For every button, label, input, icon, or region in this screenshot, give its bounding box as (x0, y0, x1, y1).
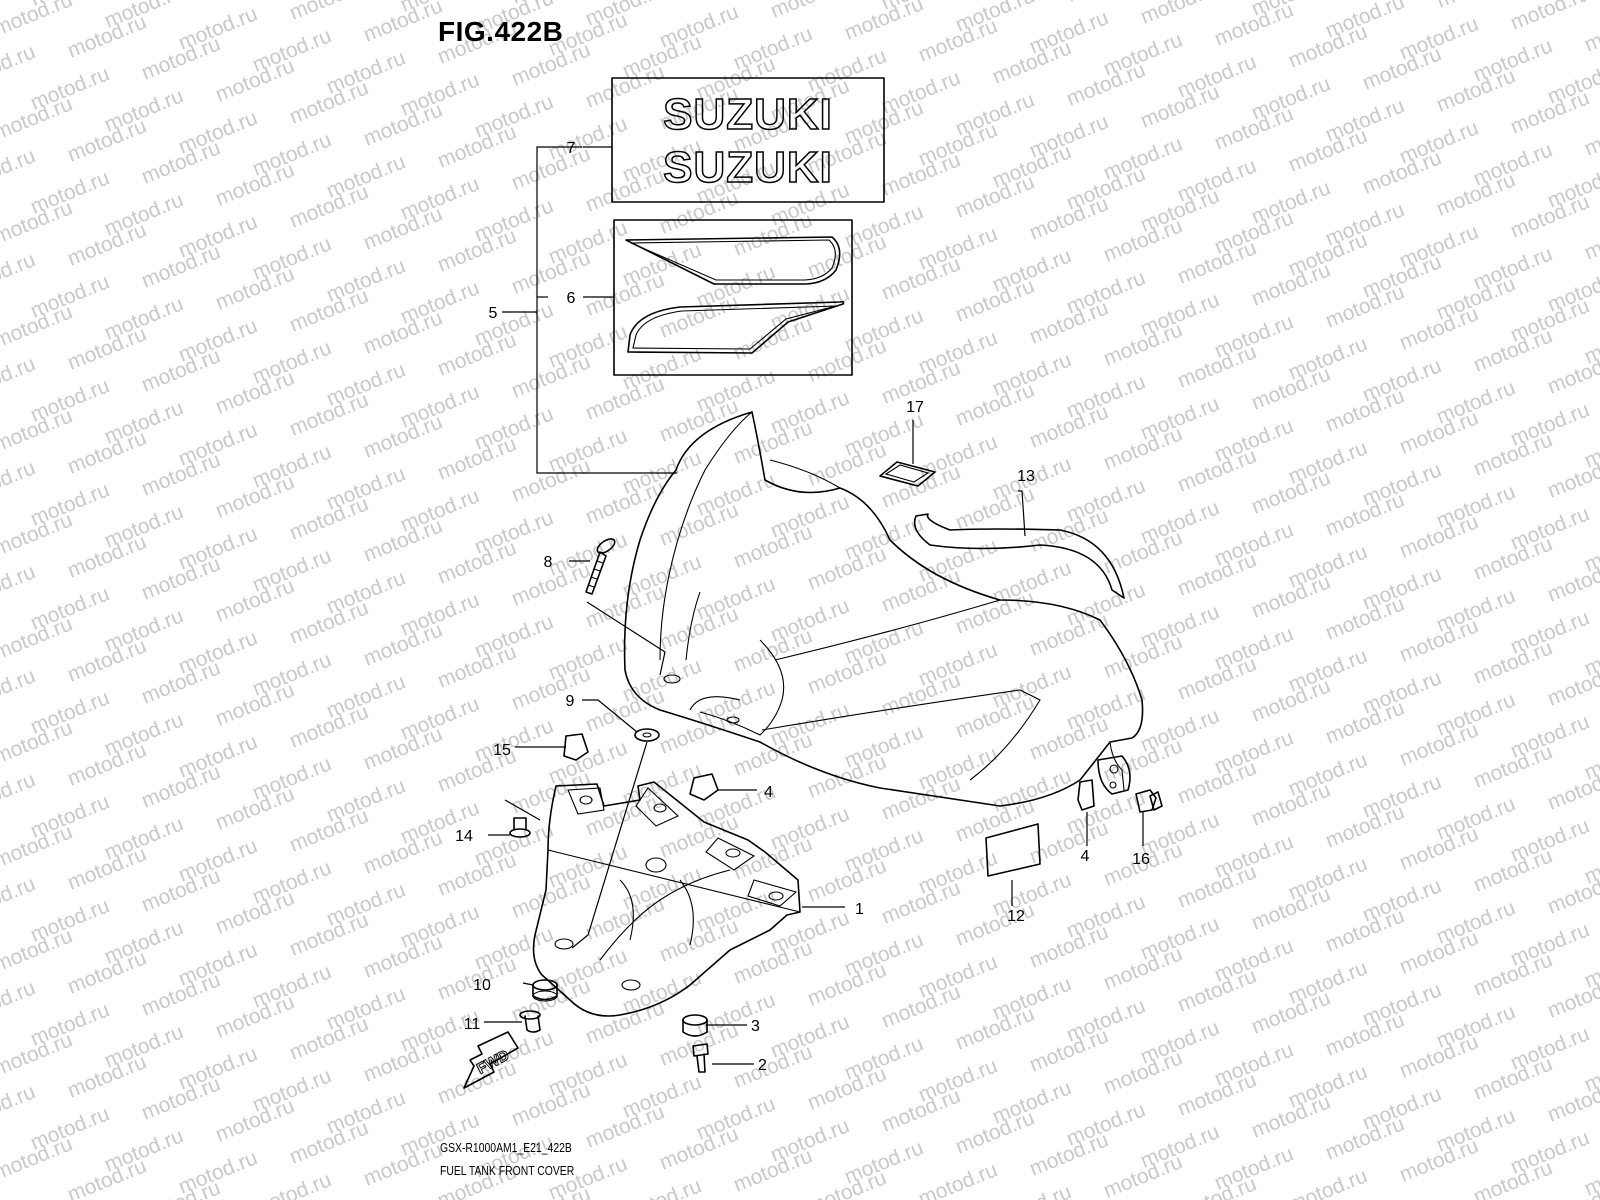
watermark-text: motod.ru (286, 0, 371, 25)
watermark-text: motod.ru (0, 1110, 2, 1162)
watermark-text: motod.ru (0, 664, 39, 716)
watermark-text: motod.ru (0, 70, 2, 122)
watermark-text: motod.ru (0, 590, 2, 642)
watermark-text: motod.ru (0, 278, 2, 330)
callout-4-right: 4 (1081, 848, 1090, 865)
lower-cover-bracket (532, 781, 801, 1017)
callout-5: 5 (489, 305, 498, 322)
callout-leader-lines (484, 420, 1144, 1065)
suzuki-emblem-text-lower: SUZUKI (663, 143, 833, 192)
callout-10: 10 (473, 977, 491, 994)
watermark-text: motod.ru (0, 40, 39, 92)
watermark-text: motod.ru (1507, 0, 1592, 35)
decal-suzuki-emblem-set: SUZUKI SUZUKI (611, 77, 885, 203)
callout-6: 6 (567, 290, 576, 307)
nut-part-4-upper (689, 773, 719, 801)
callout-9: 9 (566, 693, 575, 710)
watermark-text: motod.ru (0, 768, 39, 820)
watermark-text: motod.ru (0, 902, 2, 954)
hose-part (913, 513, 1125, 599)
watermark-text: motod.ru (619, 1174, 704, 1200)
watermark-text: motod.ru (0, 248, 39, 300)
watermark-text: motod.ru (989, 1180, 1074, 1200)
callout-3: 3 (751, 1018, 760, 1035)
callout-13: 13 (1017, 468, 1035, 485)
callout-11: 11 (464, 1016, 481, 1033)
nut-part-15 (563, 733, 589, 761)
decal-set-bracket (502, 146, 677, 474)
collar-part-11 (519, 1010, 541, 1033)
watermark-text: motod.ru (0, 456, 39, 508)
fuel-tank-cover (623, 411, 1144, 807)
washer-part-9 (571, 728, 660, 949)
watermark-text: motod.ru (212, 0, 297, 3)
figure-title: FIG.422B (438, 16, 564, 47)
watermark-text: motod.ru (1137, 0, 1222, 29)
callout-numbers: 1 2 3 4 4 5 6 7 8 9 10 11 12 13 14 15 16… (455, 140, 1150, 1074)
watermark-text: motod.ru (0, 1006, 2, 1058)
watermark-text: motod.ru (0, 798, 2, 850)
watermark-text: motod.ru (0, 694, 2, 746)
watermark-text: motod.ru (0, 976, 39, 1028)
pad-part-17 (879, 461, 936, 487)
callout-2: 2 (758, 1057, 767, 1074)
callout-8: 8 (544, 554, 553, 571)
watermark-text: motod.ru (1581, 212, 1600, 264)
watermark-text: motod.ru (0, 382, 2, 434)
callout-14: 14 (455, 828, 473, 845)
watermark-text: motod.ru (915, 1158, 1000, 1200)
watermark-text: motod.ru (767, 0, 852, 23)
callout-1: 1 (855, 901, 864, 918)
watermark-text: motod.ru (1581, 4, 1600, 56)
watermark-text: motod.ru (0, 144, 39, 196)
clip-part-4-right (1077, 779, 1095, 811)
callout-7: 7 (567, 140, 576, 157)
watermark-text: motod.ru (0, 174, 2, 226)
callout-4-upper: 4 (764, 784, 773, 801)
watermark-text: motod.ru (0, 0, 76, 41)
screw-part-14 (504, 799, 541, 838)
watermark-text: motod.ru (0, 352, 39, 404)
callout-15: 15 (493, 742, 511, 759)
watermark-text: motod.ru (1433, 0, 1518, 13)
rivet-part-16 (1135, 789, 1163, 813)
watermark-text: motod.ru (1285, 1164, 1370, 1200)
watermark-text: motod.ru (1581, 108, 1600, 160)
watermark-text: motod.ru (693, 0, 778, 1)
watermark-text: motod.ru (249, 1168, 334, 1200)
watermark-text: motod.ru (0, 486, 2, 538)
watermark-text: motod.ru (0, 1080, 39, 1132)
bolt-part-2 (692, 1043, 709, 1073)
watermark-text: motod.ru (1063, 0, 1148, 7)
watermark-text: motod.ru (0, 560, 39, 612)
suzuki-emblem-text-upper: SUZUKI (663, 90, 833, 139)
figure-code: GSX-R1000AM1_E21_422B (440, 1140, 572, 1155)
grommet-part-3 (682, 1014, 708, 1037)
watermark-text: motod.ru (0, 872, 39, 924)
figure-description: FUEL TANK FRONT COVER (440, 1163, 575, 1178)
watermark-text: motod.ru (841, 0, 926, 45)
callout-12: 12 (1007, 908, 1025, 925)
bolt-part-8 (585, 538, 666, 676)
callout-17: 17 (906, 399, 924, 416)
pad-part-12 (985, 823, 1041, 877)
callout-16: 16 (1132, 851, 1150, 868)
watermark-text: motod.ru (360, 0, 445, 47)
